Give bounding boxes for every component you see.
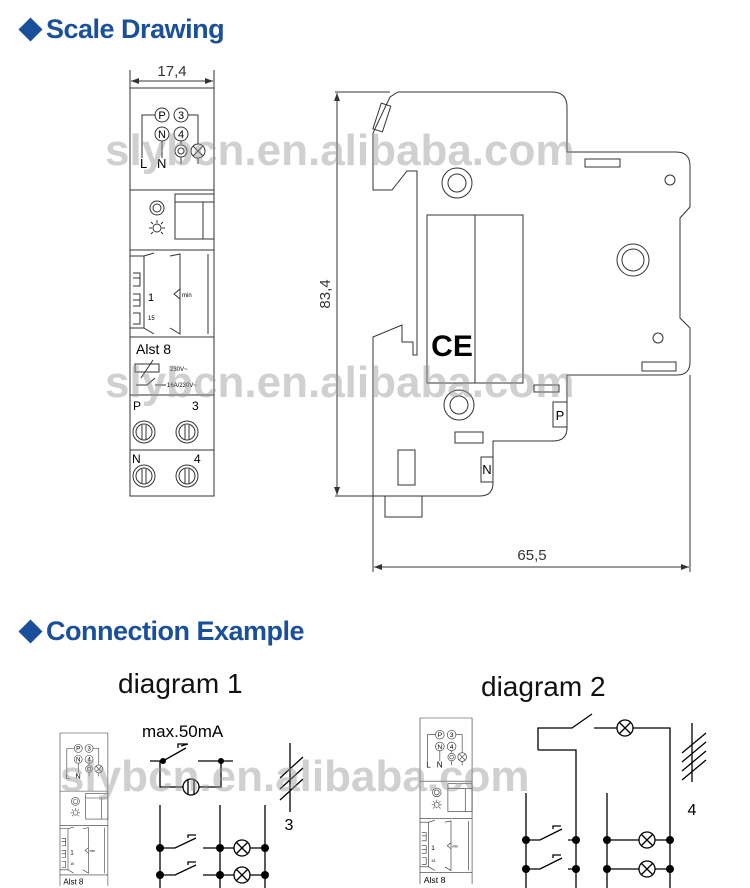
section-heading-connection-example: Connection Example [18, 616, 305, 647]
coil-rating: 230V~ [170, 367, 188, 373]
heading-text: Scale Drawing [46, 14, 225, 44]
wire-count: 3 [285, 817, 294, 834]
svg-text:L: L [140, 156, 147, 171]
section-heading-scale-drawing: Scale Drawing [18, 14, 225, 45]
svg-text:N: N [157, 156, 166, 171]
watermark: slybcn.en.alibaba.com [105, 126, 575, 175]
watermark: slybcn.en.alibaba.com [60, 752, 530, 801]
wire-count: 4 [688, 802, 697, 819]
front-view: P 3 N 4 L N 1 15 min Alst 8 [129, 63, 215, 497]
svg-text:15: 15 [148, 316, 155, 322]
heading-text: Connection Example [46, 616, 305, 646]
svg-text:4: 4 [178, 129, 184, 141]
svg-text:3: 3 [192, 399, 199, 413]
model-label: Alst 8 [136, 341, 171, 357]
svg-text:4: 4 [194, 452, 201, 466]
ce-mark: CE [431, 330, 473, 363]
watermark: slybcn.en.alibaba.com [105, 358, 575, 407]
front-panel: P 3 N 4 L N 1 15 min Alst 8 [129, 87, 215, 497]
svg-text:1: 1 [148, 292, 154, 304]
front-panel-lower: 230V~ 16A/230V~ P 3 N 4 [129, 356, 215, 497]
diagram-1-title: diagram 1 [118, 668, 243, 699]
svg-text:N: N [158, 129, 166, 141]
width-dimension: 17,4 [157, 63, 186, 80]
svg-text:3: 3 [178, 110, 184, 122]
diagram-2: 4 [419, 713, 707, 888]
height-dimension: 83,4 [317, 279, 334, 308]
svg-text:N: N [482, 462, 491, 477]
svg-text:P: P [133, 399, 141, 413]
svg-text:N: N [132, 452, 141, 466]
diagram-1: max.50mA 3 [59, 722, 304, 888]
svg-text:min: min [182, 293, 192, 299]
contact-rating: 16A/230V~ [167, 383, 197, 389]
svg-text:P: P [158, 110, 165, 122]
max-current-note: max.50mA [142, 722, 224, 741]
front-panel-upper: P 3 N 4 L N 1 15 min Alst 8 [129, 87, 215, 357]
diagram-2-title: diagram 2 [481, 671, 606, 702]
svg-text:P: P [556, 408, 565, 423]
depth-dimension: 65,5 [517, 547, 546, 564]
side-view: CE P N 83,4 65,5 [317, 91, 691, 572]
